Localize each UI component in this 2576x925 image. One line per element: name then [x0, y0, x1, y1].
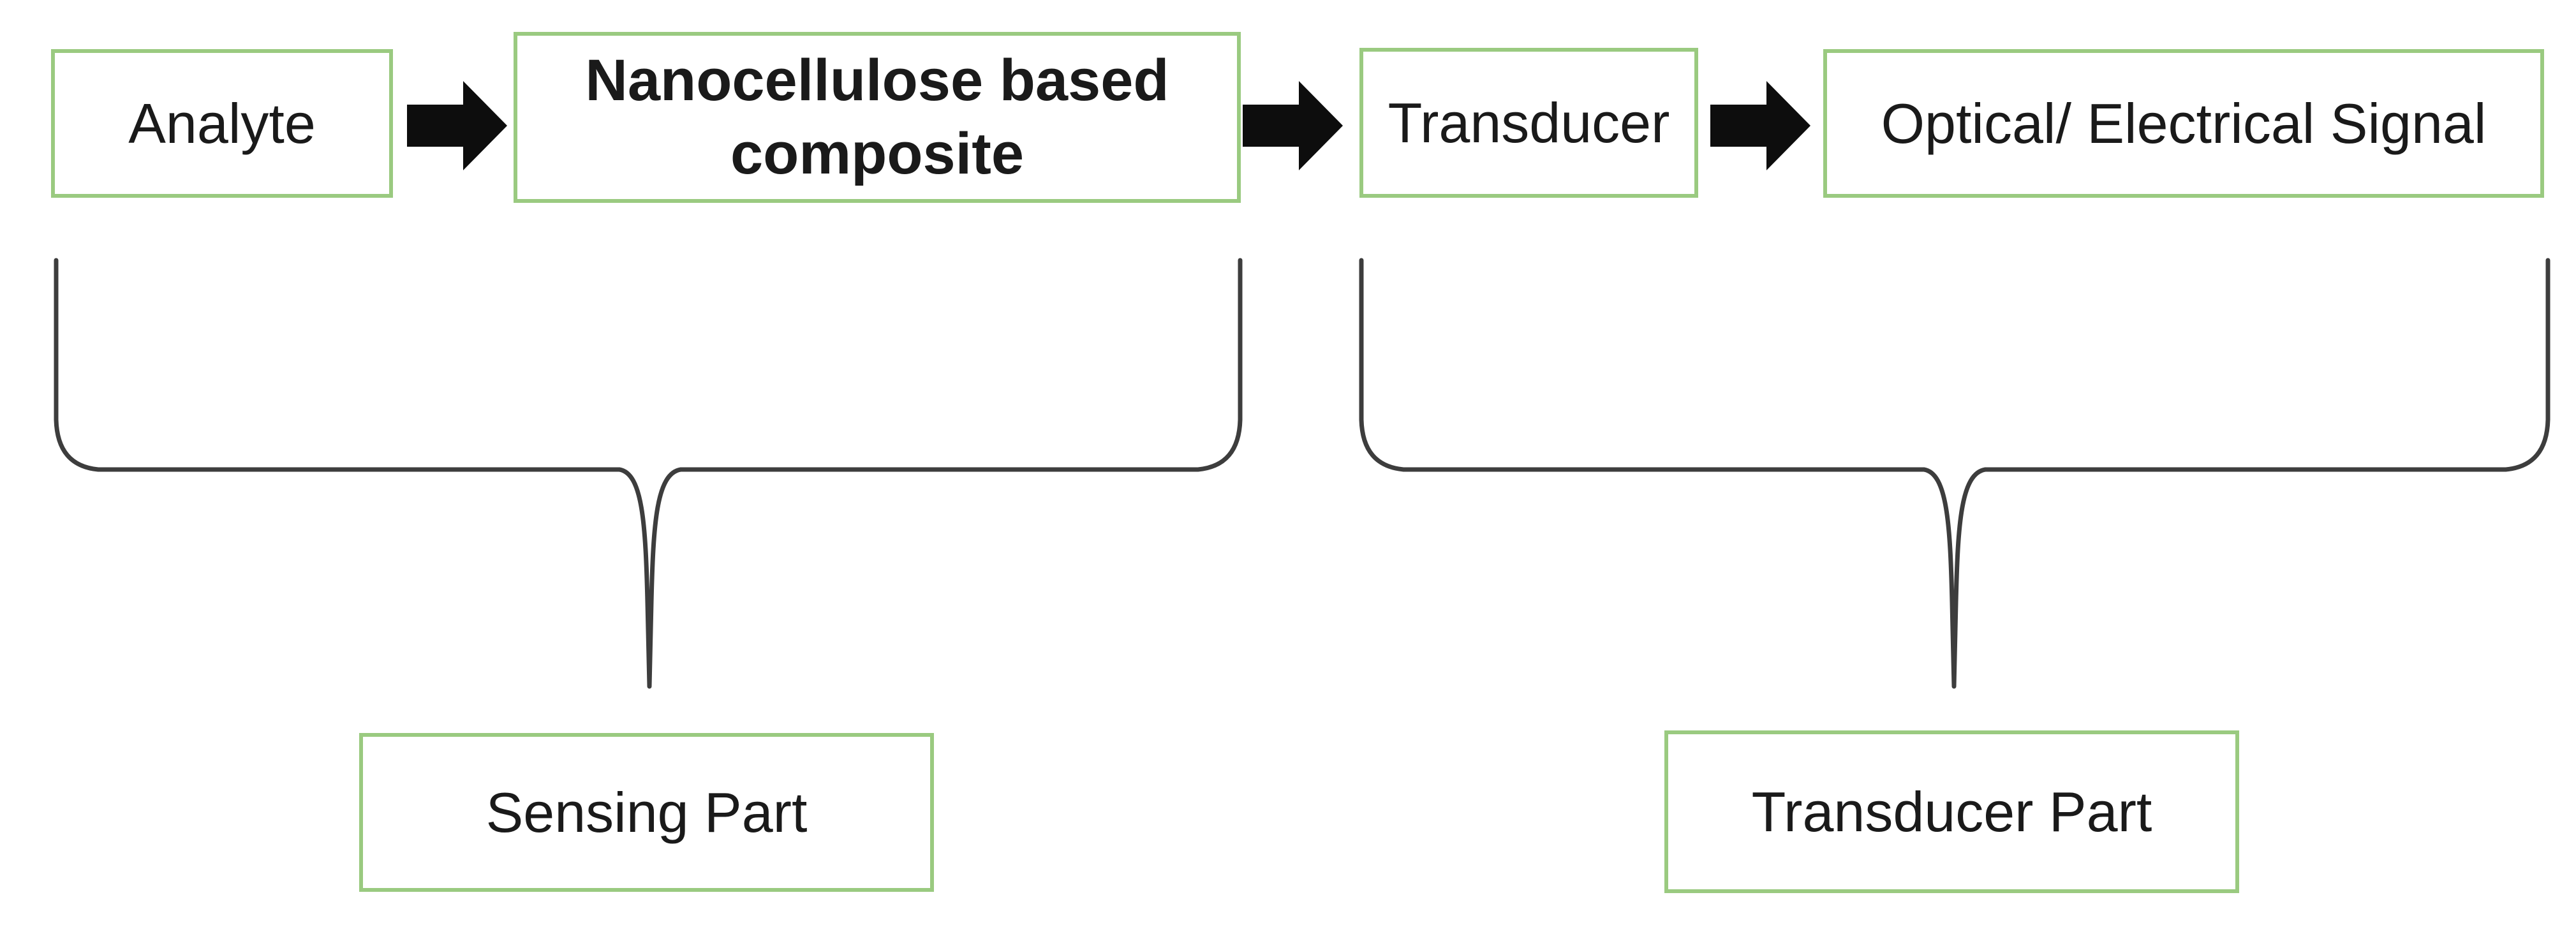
flow-box-analyte: Analyte [51, 49, 393, 198]
flow-box-nanocellulose-composite-label: Nanocellulose based composite [585, 48, 1169, 186]
label-box-sensing-part: Sensing Part [359, 733, 934, 892]
flow-box-optical-electrical-signal: Optical/ Electrical Signal [1823, 49, 2544, 198]
label-box-transducer-part: Transducer Part [1664, 730, 2239, 893]
flow-box-analyte-label: Analyte [128, 91, 316, 155]
flow-box-optical-electrical-signal-label: Optical/ Electrical Signal [1881, 91, 2487, 155]
arrow-right-icon [1243, 81, 1343, 170]
transducer-part-label: Transducer Part [1751, 780, 2152, 843]
sensing-part-label: Sensing Part [485, 780, 808, 844]
curly-brace-pointing-down-icon [52, 255, 1244, 689]
flow-box-nanocellulose-composite: Nanocellulose based composite [514, 32, 1241, 203]
curly-brace-pointing-down-icon [1358, 255, 2552, 689]
flow-box-transducer: Transducer [1359, 48, 1698, 198]
flow-box-transducer-label: Transducer [1388, 91, 1670, 154]
arrow-right-icon [407, 81, 507, 170]
arrow-right-icon [1710, 81, 1810, 170]
